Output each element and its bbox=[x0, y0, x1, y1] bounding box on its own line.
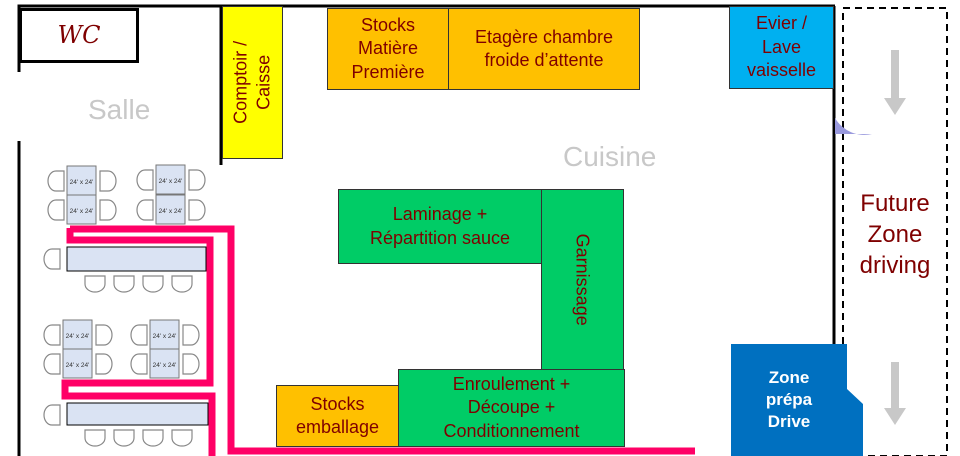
chair-icon bbox=[113, 429, 135, 447]
chair-icon bbox=[171, 275, 193, 293]
chair-icon bbox=[182, 324, 200, 346]
chair-icon bbox=[113, 275, 135, 293]
chair-icon bbox=[136, 199, 154, 221]
etagere-chambre-froide: Etagère chambre froide d’attente bbox=[448, 8, 640, 90]
square-table bbox=[66, 194, 97, 225]
chair-icon bbox=[142, 429, 164, 447]
long-table bbox=[66, 402, 209, 426]
chair-icon bbox=[188, 199, 206, 221]
enroulement-station: Enroulement + Découpe + Conditionnement bbox=[398, 369, 625, 447]
chair-icon bbox=[47, 199, 65, 221]
evier-lave-vaisselle: Evier / Lave vaisselle bbox=[729, 6, 834, 89]
long-table bbox=[66, 246, 207, 272]
chair-icon bbox=[136, 169, 154, 191]
chair-icon bbox=[84, 275, 106, 293]
table-label: 24' x 24' bbox=[66, 333, 90, 340]
square-table bbox=[62, 348, 93, 379]
table-label: 24' x 24' bbox=[153, 362, 177, 369]
square-table bbox=[149, 319, 180, 350]
stocks-emballage: Stocks emballage bbox=[276, 385, 399, 447]
table-label: 24' x 24' bbox=[159, 208, 183, 215]
chair-icon bbox=[130, 324, 148, 346]
chair-icon bbox=[99, 199, 117, 221]
chair-icon bbox=[188, 169, 206, 191]
chair-icon bbox=[43, 324, 61, 346]
wc-label: WC bbox=[57, 20, 101, 49]
table-label: 24' x 24' bbox=[159, 178, 183, 185]
chair-icon bbox=[47, 170, 65, 192]
chair-icon bbox=[142, 275, 164, 293]
square-table bbox=[155, 194, 186, 225]
arrow-icon bbox=[884, 50, 906, 425]
comptoir-label: Comptoir / Caisse bbox=[230, 40, 274, 125]
zone-prepa-drive: Zone prépa Drive bbox=[731, 344, 863, 456]
chair-icon bbox=[43, 404, 61, 426]
customer-path bbox=[61, 225, 695, 456]
future-zone-outline bbox=[842, 7, 948, 456]
table-label: 24' x 24' bbox=[66, 362, 90, 369]
square-table bbox=[62, 319, 93, 350]
square-table bbox=[66, 165, 97, 196]
chair-icon bbox=[171, 429, 193, 447]
chair-icon bbox=[43, 353, 61, 375]
laminage-station: Laminage + Répartition sauce bbox=[338, 189, 542, 264]
square-table bbox=[149, 348, 180, 379]
garnissage-station: Garnissage bbox=[541, 189, 624, 371]
comptoir-caisse: Comptoir / Caisse bbox=[222, 6, 283, 159]
cuisine-label: Cuisine bbox=[563, 141, 657, 172]
future-zone-driving: Future Zone driving bbox=[859, 190, 931, 280]
table-label: 24' x 24' bbox=[70, 179, 94, 186]
table-label: 24' x 24' bbox=[70, 208, 94, 215]
square-table bbox=[155, 164, 186, 195]
wc-room: WC bbox=[19, 8, 139, 63]
door-icon bbox=[835, 118, 872, 135]
chair-icon bbox=[43, 248, 61, 270]
table-label: 24' x 24' bbox=[153, 333, 177, 340]
garnissage-label: Garnissage bbox=[573, 233, 594, 327]
chair-icon bbox=[130, 353, 148, 375]
chair-icon bbox=[95, 324, 113, 346]
salle-label: Salle bbox=[88, 94, 151, 125]
chair-icon bbox=[95, 353, 113, 375]
stocks-matiere-premiere: Stocks Matière Première bbox=[327, 8, 449, 90]
chair-icon bbox=[182, 353, 200, 375]
chair-icon bbox=[99, 170, 117, 192]
chair-icon bbox=[84, 429, 106, 447]
